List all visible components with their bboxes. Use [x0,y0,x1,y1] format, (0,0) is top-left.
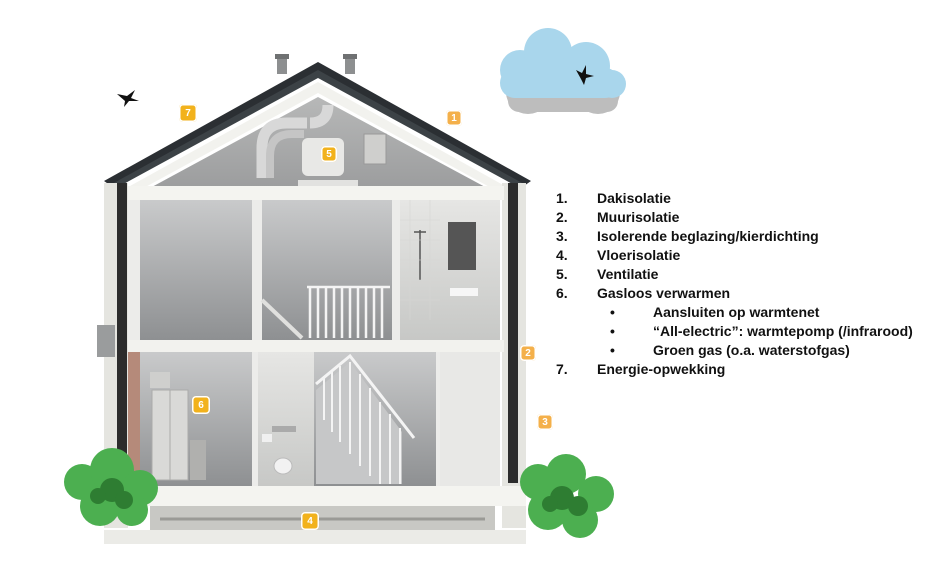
legend-number: 3. [556,228,568,244]
chimney [345,56,355,74]
legend-item: 6. Gasloos verwarmen [556,285,926,304]
legend-list: 1. Dakisolatie 2. Muurisolatie 3. Isolerend… [556,190,926,380]
bird-icon [576,65,594,85]
badge-2: 2 [520,345,536,361]
legend-sublabel: “All-electric”: warmtepomp (/infrarood) [653,323,913,339]
legend-subitem: • “All-electric”: warmtepomp (/infrarood) [556,323,926,342]
badge-5: 5 [321,146,337,162]
legend-number: 5. [556,266,568,282]
badge-1: 1 [446,110,462,126]
legend-label: Isolerende beglazing/kierdichting [597,228,819,244]
legend-label: Energie-opwekking [597,361,726,377]
legend-item: 7. Energie-opwekking [556,361,926,380]
shower [414,230,426,280]
legend-subitem: • Aansluiten op warmtenet [556,304,926,323]
chimney [277,56,287,74]
bathroom-tiles [400,200,440,320]
front-door [440,352,500,486]
cloud-icon [500,28,626,114]
bedroom [140,200,252,340]
bullet-icon: • [610,304,615,320]
badge-3: 3 [537,414,553,430]
legend-label: Vloerisolatie [597,247,681,263]
legend-label: Gasloos verwarmen [597,285,731,301]
toilet [262,426,296,475]
badge-4: 4 [301,512,319,530]
bullet-icon: • [610,323,615,339]
legend-label: Muurisolatie [597,209,680,225]
legend-item: 4. Vloerisolatie [556,247,926,266]
legend-number: 4. [556,247,568,263]
legend-number: 1. [556,190,568,206]
bullet-icon: • [610,342,615,358]
sink [450,288,478,296]
legend-item: 2. Muurisolatie [556,209,926,228]
legend-number: 2. [556,209,568,225]
mirror [448,222,476,270]
legend-label: Ventilatie [597,266,659,282]
legend-sublabel: Aansluiten op warmtenet [653,304,820,320]
legend-item: 5. Ventilatie [556,266,926,285]
tree-icon [64,448,158,526]
legend-sublabel: Groen gas (o.a. waterstofgas) [653,342,850,358]
stair-railing [307,285,390,338]
heat-pump-unit [150,372,206,481]
legend-item: 1. Dakisolatie [556,190,926,209]
legend-item: 3. Isolerende beglazing/kierdichting [556,228,926,247]
tree-icon [520,454,614,538]
staircase [315,353,416,484]
badge-7: 7 [179,104,197,122]
legend-label: Dakisolatie [597,190,671,206]
legend-number: 6. [556,285,568,301]
legend-subitem: • Groen gas (o.a. waterstofgas) [556,342,926,361]
bird-icon [117,90,139,107]
badge-6: 6 [192,396,210,414]
legend-number: 7. [556,361,568,377]
